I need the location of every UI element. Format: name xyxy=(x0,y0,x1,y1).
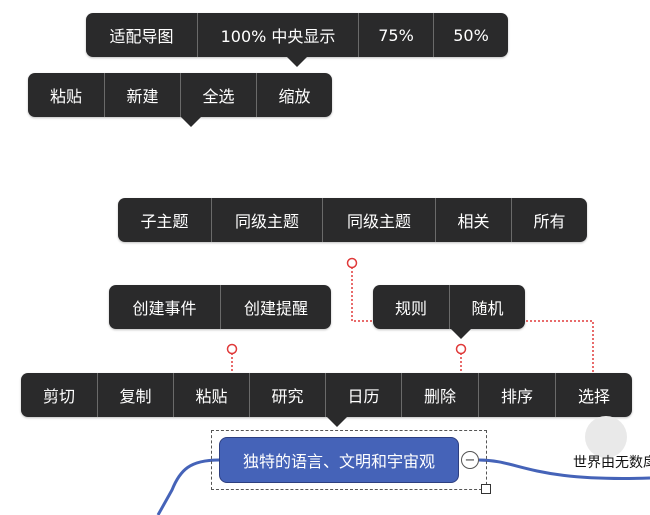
zoom-menu: 适配导图 100% 中央显示 75% 50% xyxy=(86,13,508,57)
zoom-75[interactable]: 75% xyxy=(358,13,433,57)
context-copy[interactable]: 复制 xyxy=(97,373,173,417)
central-topic[interactable]: 独特的语言、文明和宇宙观 xyxy=(219,437,459,483)
context-cut[interactable]: 剪切 xyxy=(42,387,75,406)
topic-selection-frame xyxy=(211,430,487,490)
connector-dot xyxy=(346,257,358,269)
context-sort[interactable]: 排序 xyxy=(478,373,555,417)
layout-regular[interactable]: 规则 xyxy=(394,299,427,318)
connector-dot xyxy=(455,343,467,355)
context-delete[interactable]: 删除 xyxy=(401,373,478,417)
task-menu: 创建事件 创建提醒 xyxy=(109,285,331,329)
layout-random[interactable]: 随机 xyxy=(449,285,525,329)
edit-menu: 粘贴 新建 全选 缩放 xyxy=(28,73,332,117)
watermark-logo xyxy=(585,416,627,458)
connector-insert-to-select xyxy=(351,263,594,380)
context-research[interactable]: 研究 xyxy=(249,373,325,417)
zoom-menu-pointer xyxy=(287,57,307,67)
context-calendar[interactable]: 日历 xyxy=(325,373,401,417)
context-paste[interactable]: 粘贴 xyxy=(173,373,249,417)
zoom-fit-map[interactable]: 适配导图 xyxy=(109,27,174,46)
edit-zoom[interactable]: 缩放 xyxy=(256,73,332,117)
insert-sibling-after[interactable]: 同级主题 xyxy=(322,198,435,242)
edit-new[interactable]: 新建 xyxy=(104,73,180,117)
task-create-event[interactable]: 创建事件 xyxy=(132,299,197,318)
edit-paste[interactable]: 粘贴 xyxy=(49,87,82,106)
layout-menu-pointer xyxy=(451,329,471,339)
sibling-topic-label[interactable]: 世界由无数戽 xyxy=(573,455,650,471)
insert-related[interactable]: 相关 xyxy=(435,198,511,242)
connector-dot xyxy=(226,343,238,355)
insert-all[interactable]: 所有 xyxy=(511,198,587,242)
context-menu: 剪切 复制 粘贴 研究 日历 删除 排序 选择 xyxy=(21,373,632,417)
context-select[interactable]: 选择 xyxy=(555,373,632,417)
zoom-100-center[interactable]: 100% 中央显示 xyxy=(197,13,358,57)
insert-sibling-before[interactable]: 同级主题 xyxy=(211,198,322,242)
insert-subtopic[interactable]: 子主题 xyxy=(140,212,189,231)
resize-handle[interactable] xyxy=(481,484,491,494)
branch-line-left xyxy=(156,458,220,515)
edit-select-all[interactable]: 全选 xyxy=(180,73,256,117)
branch-line-right xyxy=(478,458,650,480)
insert-menu: 子主题 同级主题 同级主题 相关 所有 xyxy=(118,198,587,242)
zoom-50[interactable]: 50% xyxy=(433,13,508,57)
edit-menu-pointer xyxy=(181,117,201,127)
collapse-icon[interactable]: − xyxy=(461,451,479,469)
task-create-reminder[interactable]: 创建提醒 xyxy=(220,285,331,329)
layout-menu: 规则 随机 xyxy=(373,285,525,329)
context-menu-pointer xyxy=(327,417,347,427)
